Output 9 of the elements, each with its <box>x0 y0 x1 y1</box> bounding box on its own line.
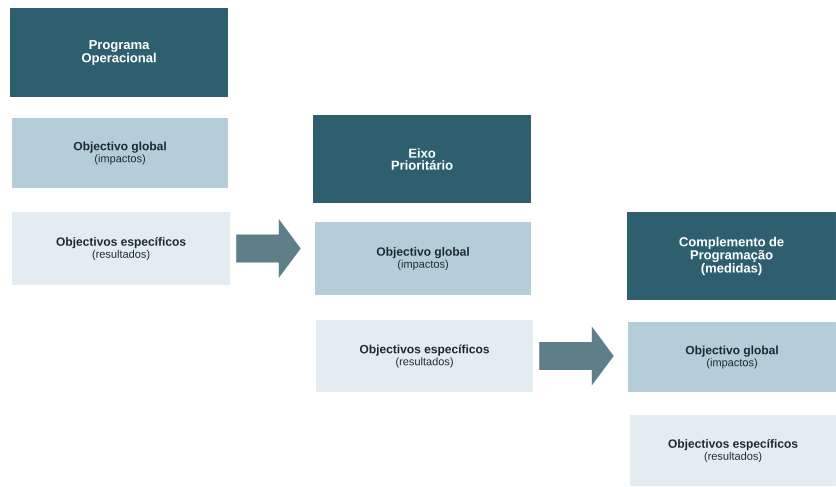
objective-box: Objectivos específicos (resultados) <box>12 212 230 285</box>
objective-box: Objectivos específicos (resultados) <box>630 415 836 486</box>
objective-box: Objectivos específicos (resultados) <box>316 320 533 392</box>
objective-box: Objectivo global (impactos) <box>12 118 228 188</box>
header-box: Complemento de Programação (medidas) <box>627 212 836 300</box>
header-box: Eixo Prioritário <box>313 115 531 203</box>
header-box: Programa Operacional <box>10 8 228 97</box>
objective-box: Objectivo global (impactos) <box>315 222 531 295</box>
objective-box: Objectivo global (impactos) <box>628 322 836 392</box>
